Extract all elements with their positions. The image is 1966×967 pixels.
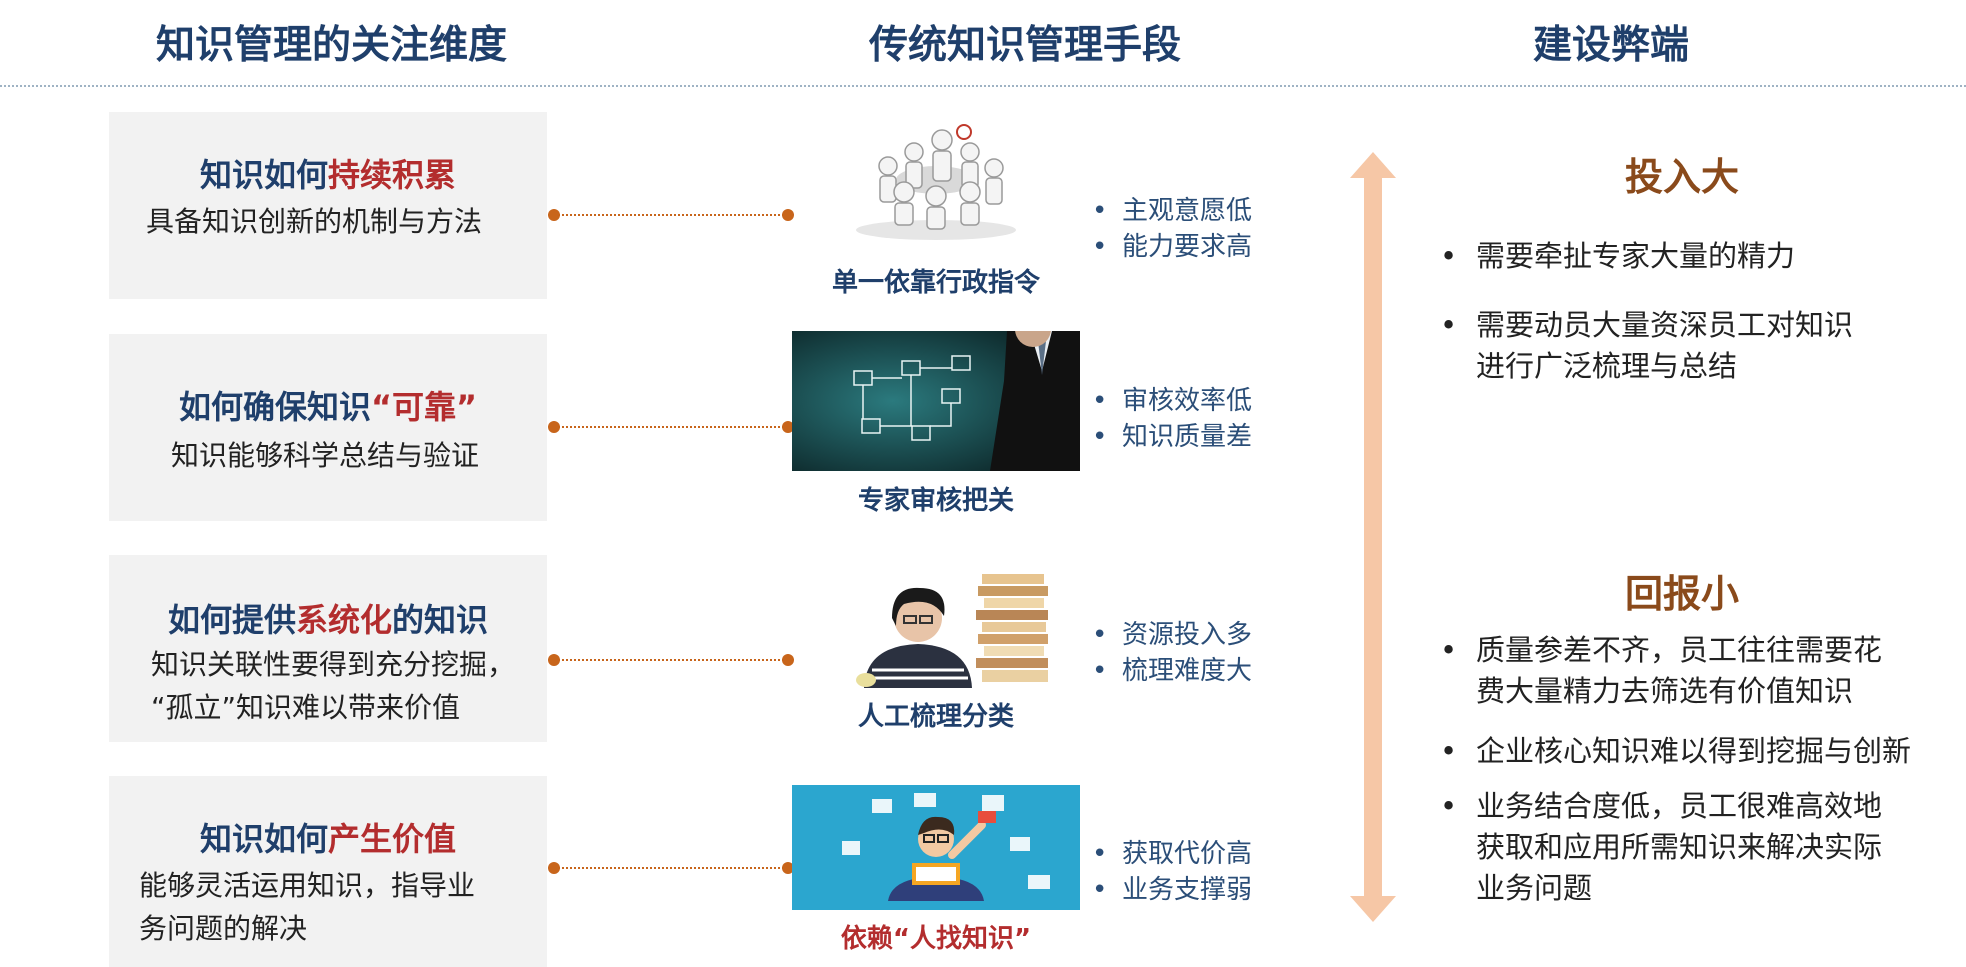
list-item: •梳理难度大 — [1092, 656, 1253, 686]
method-issues-list: •获取代价高 •业务支撑弱 — [1092, 836, 1252, 908]
business-meeting-figures-icon — [792, 118, 1080, 246]
connector-line — [548, 862, 794, 874]
dimension-box-accumulate: 知识如何持续积累 具备知识创新的机制与方法 — [109, 112, 547, 299]
list-item: •主观意愿低 — [1092, 196, 1253, 226]
section-title-high-input: 投入大 — [1625, 155, 1740, 199]
header-divider — [0, 85, 1966, 87]
list-item: •知识质量差 — [1092, 422, 1253, 452]
dimension-title: 如何提供系统化的知识 — [167, 601, 489, 639]
dimension-title: 知识如何持续积累 — [199, 156, 457, 194]
section-title-low-return: 回报小 — [1625, 572, 1740, 616]
list-item: •需要牵扯专家大量的精力 — [1440, 239, 1796, 273]
list-item: •能力要求高 — [1092, 232, 1253, 262]
dimension-title: 知识如何产生价值 — [199, 820, 457, 858]
dimension-desc: 知识能够科学总结与验证 — [171, 439, 480, 472]
method-issues-list: •审核效率低 •知识质量差 — [1092, 383, 1252, 455]
dimension-box-systematic: 如何提供系统化的知识 知识关联性要得到充分挖掘， “孤立”知识难以带来价值 — [109, 555, 547, 742]
header-drawbacks: 建设弊端 — [1533, 23, 1690, 68]
list-item: •审核效率低 — [1092, 386, 1253, 416]
list-item: •需要动员大量资深员工对知识进行广泛梳理与总结 — [1440, 308, 1854, 383]
person-searching-knowledge-icon — [792, 785, 1080, 910]
method-caption-people-find-knowledge: 依赖“人找知识” — [840, 924, 1032, 954]
double-arrow-icon — [1350, 152, 1396, 922]
method-issues-list: •资源投入多 •梳理难度大 — [1092, 617, 1252, 689]
dimension-desc: 具备知识创新的机制与方法 — [146, 205, 483, 238]
list-item: •质量参差不齐，员工往往需要花费大量精力去筛选有价值知识 — [1440, 633, 1883, 708]
dimension-title: 如何确保知识“可靠” — [178, 388, 478, 426]
connector-line — [548, 421, 794, 433]
list-item: •业务结合度低，员工很难高效地获取和应用所需知识来解决实际业务问题 — [1440, 789, 1883, 905]
header-focus-dimensions: 知识管理的关注维度 — [156, 23, 508, 68]
list-item: •企业核心知识难以得到挖掘与创新 — [1440, 734, 1912, 768]
dimension-box-reliable: 如何确保知识“可靠” 知识能够科学总结与验证 — [109, 334, 547, 521]
method-issues-list: •主观意愿低 •能力要求高 — [1092, 193, 1252, 265]
dimension-desc: 能够灵活运用知识，指导业 务问题的解决 — [139, 869, 476, 945]
connector-line — [548, 654, 794, 666]
list-item: •业务支撑弱 — [1092, 875, 1253, 905]
woman-with-books-icon — [792, 566, 1080, 688]
dimension-box-value: 知识如何产生价值 能够灵活运用知识，指导业 务问题的解决 — [109, 776, 547, 967]
list-item: •获取代价高 — [1092, 839, 1253, 869]
method-caption-manual-sorting: 人工梳理分类 — [857, 702, 1014, 732]
method-caption-admin-order: 单一依靠行政指令 — [831, 268, 1040, 298]
list-item: •资源投入多 — [1092, 620, 1253, 650]
header-traditional-methods: 传统知识管理手段 — [869, 23, 1182, 68]
method-caption-expert-review: 专家审核把关 — [857, 486, 1014, 516]
expert-network-diagram-icon — [792, 331, 1080, 471]
dimension-desc: 知识关联性要得到充分挖掘， “孤立”知识难以带来价值 — [151, 648, 516, 724]
connector-line — [548, 209, 794, 221]
